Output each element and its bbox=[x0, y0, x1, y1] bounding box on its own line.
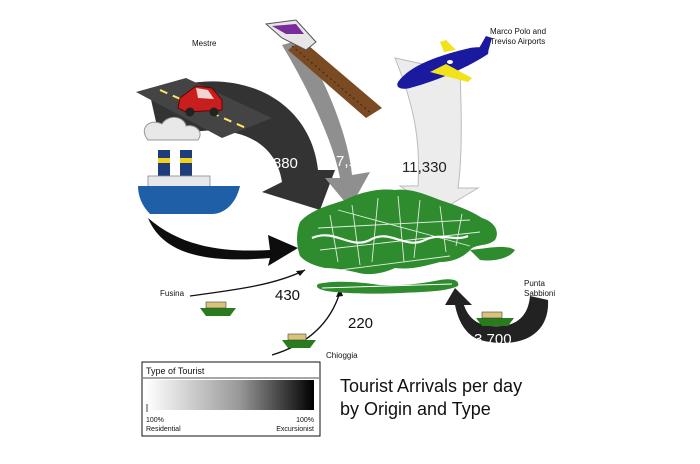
label-fusina: Fusina bbox=[160, 289, 185, 298]
arrow-punta-sabbioni bbox=[445, 288, 549, 344]
arrow-mestre-boat bbox=[148, 218, 298, 266]
ferry-icon-fusina bbox=[200, 301, 236, 316]
value-mestre-rail: 7,130 bbox=[336, 153, 374, 170]
legend-right-label: Excursionist bbox=[276, 426, 314, 433]
title-line-1: Tourist Arrivals per day bbox=[340, 376, 522, 396]
legend-title: Type of Tourist bbox=[146, 366, 205, 376]
train-icon bbox=[264, 19, 382, 118]
diagram-title: Tourist Arrivals per day by Origin and T… bbox=[340, 376, 522, 419]
car-icon bbox=[136, 78, 272, 138]
ferry-icon-chioggia bbox=[282, 333, 316, 348]
grand-canal bbox=[311, 234, 469, 244]
arrow-fusina-head bbox=[296, 270, 305, 276]
ferry-icon-punta bbox=[476, 311, 514, 326]
legend-right-pct: 100% bbox=[296, 417, 314, 424]
flow-values: 16,880 7,130 11,330 6,400 430 220 3,700 bbox=[222, 153, 512, 348]
venice-main-island bbox=[297, 189, 497, 275]
value-airports: 11,330 bbox=[402, 159, 447, 176]
value-punta-sabbioni: 3,700 bbox=[474, 331, 512, 348]
ship-icon bbox=[138, 117, 240, 214]
venice-east-tail bbox=[470, 246, 515, 261]
venice-map bbox=[297, 189, 515, 294]
arrow-mestre-rail bbox=[282, 40, 370, 208]
legend: Type of Tourist 100% Residential 100% Ex… bbox=[141, 361, 321, 437]
arrow-chioggia-head bbox=[336, 288, 343, 297]
legend-left-pct: 100% bbox=[146, 417, 164, 424]
label-punta-2: Sabbioni bbox=[524, 289, 555, 298]
arrow-chioggia bbox=[271, 291, 341, 356]
airplane-icon bbox=[397, 36, 492, 89]
label-mestre: Mestre bbox=[192, 39, 217, 48]
label-airports-2: Treviso Airports bbox=[490, 37, 545, 46]
value-fusina: 430 bbox=[275, 287, 300, 304]
value-mestre-boat: 6,400 bbox=[222, 231, 260, 248]
canal-south bbox=[321, 283, 453, 289]
label-chioggia: Chioggia bbox=[326, 351, 358, 360]
value-mestre-road: 16,880 bbox=[252, 155, 298, 172]
label-airports-1: Marco Polo and bbox=[490, 27, 546, 36]
legend-left-label: Residential bbox=[146, 426, 181, 433]
legend-gradient bbox=[146, 380, 314, 410]
arrow-fusina bbox=[189, 269, 306, 297]
value-chioggia: 220 bbox=[348, 315, 373, 332]
place-labels: Mestre Marco Polo and Treviso Airports F… bbox=[160, 27, 555, 360]
label-punta-1: Punta bbox=[524, 279, 545, 288]
canal-lines bbox=[317, 195, 481, 271]
title-line-2: by Origin and Type bbox=[340, 399, 491, 419]
